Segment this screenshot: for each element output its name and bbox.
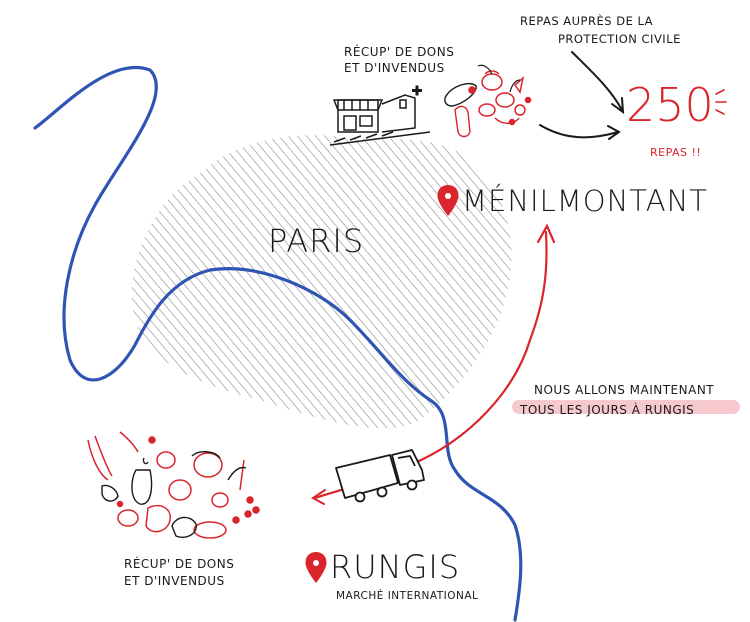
truck-icon xyxy=(335,449,425,503)
bread-icon xyxy=(444,82,477,138)
vegetables-outline-icon xyxy=(101,451,247,538)
meals-unit: REPAS !! xyxy=(650,146,702,159)
arrow-icon xyxy=(539,124,621,140)
paris-label: PARIS xyxy=(268,222,365,260)
civil-protection-line-1: REPAS AUPRÈS DE LA xyxy=(520,14,654,28)
map-pin-icon xyxy=(305,552,327,583)
shop-icon xyxy=(329,94,431,146)
top-collect-label: RÉCUP' DE DONS ET D'INVENDUS xyxy=(344,44,454,76)
route-arrow-left-icon xyxy=(311,489,326,505)
civil-protection-line-2: PROTECTION CIVILE xyxy=(558,32,681,46)
bottom-collect-line-1: RÉCUP' DE DONS xyxy=(124,557,235,571)
rungis-subtitle: MARCHÉ INTERNATIONAL xyxy=(336,590,479,602)
highlight-marker xyxy=(512,400,740,414)
paris-area xyxy=(131,135,512,429)
rungis-label: RUNGIS xyxy=(330,548,461,586)
vegetables-icon xyxy=(87,431,260,539)
arrow-icon xyxy=(571,51,625,115)
top-collect-line-1: RÉCUP' DE DONS xyxy=(344,45,455,59)
daily-note: NOUS ALLONS MAINTENANT TOUS LES JOURS À … xyxy=(520,380,715,420)
top-collect-line-2: ET D'INVENDUS xyxy=(344,61,445,75)
leaf-icon xyxy=(477,64,521,93)
vegetables-icon xyxy=(468,70,532,126)
daily-note-line-2: TOUS LES JOURS À RUNGIS xyxy=(520,403,695,417)
emphasis-marks xyxy=(715,89,727,115)
bottom-collect-label: RÉCUP' DE DONS ET D'INVENDUS xyxy=(124,556,234,590)
pharmacy-cross-icon xyxy=(412,85,422,96)
route-arrow-icon xyxy=(536,223,556,244)
menilmontant-label: MÉNILMONTANT xyxy=(462,184,708,218)
map-pin-icon xyxy=(437,185,459,216)
civil-protection-label: REPAS AUPRÈS DE LA PROTECTION CIVILE xyxy=(520,12,681,48)
bottom-collect-line-2: ET D'INVENDUS xyxy=(124,574,225,588)
meals-count: 250 xyxy=(626,78,714,132)
seine-river xyxy=(33,66,523,622)
daily-note-line-1: NOUS ALLONS MAINTENANT xyxy=(534,383,715,397)
